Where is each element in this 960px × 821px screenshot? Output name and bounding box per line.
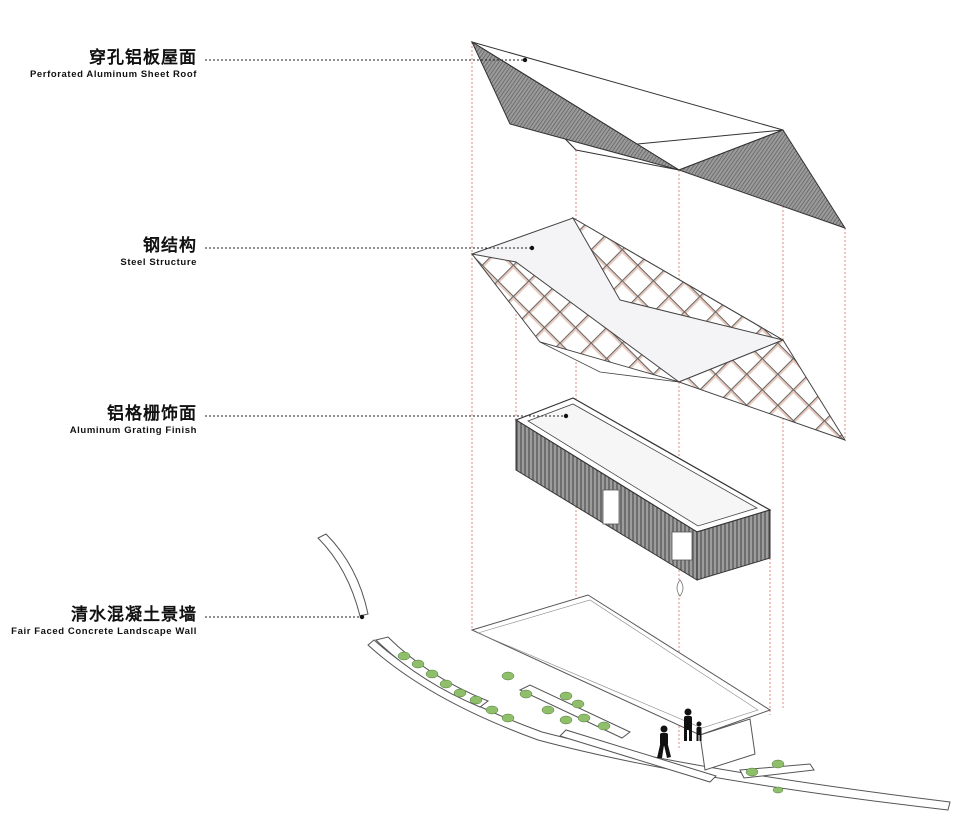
landscape-base (317, 533, 951, 811)
label-roof-en: Perforated Aluminum Sheet Roof (29, 69, 197, 80)
label-steel: 钢结构 Steel Structure (120, 236, 197, 270)
plants (397, 651, 785, 794)
label-roof-zh: 穿孔铝板屋面 (89, 48, 197, 68)
label-grating-en: Aluminum Grating Finish (69, 425, 197, 436)
label-grating-zh: 铝格栅饰面 (107, 404, 197, 424)
leader-lines (205, 59, 566, 618)
person-adult-icon (684, 708, 692, 741)
steel-structure (470, 216, 847, 441)
person-walking-icon (657, 725, 671, 758)
label-steel-en: Steel Structure (120, 257, 197, 268)
grating-volume (514, 397, 772, 597)
label-grating: 铝格栅饰面 Aluminum Grating Finish (70, 404, 197, 438)
label-wall: 清水混凝土景墙 Fair Faced Concrete Landscape Wa… (11, 605, 197, 639)
label-steel-zh: 钢结构 (143, 236, 197, 256)
people (657, 708, 702, 758)
person-child-icon (696, 721, 702, 741)
label-wall-zh: 清水混凝土景墙 (71, 605, 197, 625)
leader-dots (359, 57, 569, 620)
perforated-roof (470, 40, 847, 229)
label-wall-en: Fair Faced Concrete Landscape Wall (11, 626, 197, 637)
label-roof: 穿孔铝板屋面 Perforated Aluminum Sheet Roof (30, 48, 197, 82)
